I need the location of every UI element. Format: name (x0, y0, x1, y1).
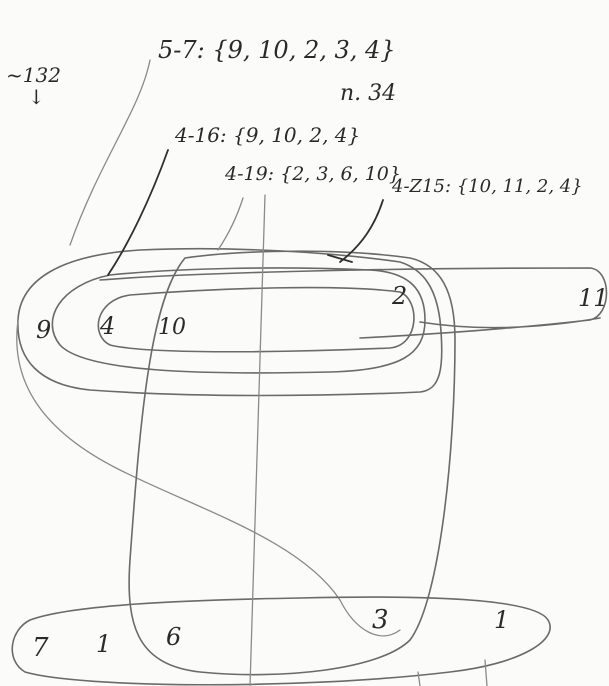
pointer-4-z15 (339, 199, 384, 263)
bottom-tick-1 (417, 671, 421, 686)
label-n-34: n. 34 (340, 81, 396, 106)
inner-loop-10-2 (97, 286, 415, 353)
node-2: 2 (391, 282, 407, 310)
node-3: 3 (372, 605, 389, 635)
node-1-right: 1 (494, 606, 509, 634)
node-6: 6 (166, 623, 181, 651)
set-4-16-loop (51, 267, 426, 374)
node-4: 4 (99, 312, 115, 340)
pointer-4-16 (107, 149, 169, 276)
label-set-4-19: 4-19: {2, 3, 6, 10} (224, 163, 401, 185)
arrow-down-icon: ↓ (28, 85, 45, 109)
vertical-guide-line (249, 194, 266, 686)
node-10: 10 (158, 315, 186, 340)
set-4-z15-loop (99, 267, 608, 339)
node-11: 11 (578, 284, 609, 312)
label-set-4-z15: 4-Z15: {10, 11, 2, 4} (391, 176, 583, 197)
node-7: 7 (32, 633, 49, 663)
pointer-4-19 (217, 197, 244, 251)
pointer-4-z15-cross (327, 254, 353, 263)
bottom-tick-2 (484, 659, 488, 686)
snake-loop (16, 59, 401, 637)
note-132: ~132 (6, 63, 61, 87)
node-9: 9 (36, 316, 51, 344)
set-4-19-loop (128, 250, 456, 676)
node-1-left: 1 (96, 630, 111, 658)
bottom-loop (11, 596, 551, 686)
label-set-4-16: 4-16: {9, 10, 2, 4} (174, 123, 360, 147)
label-set-5-7: 5-7: {9, 10, 2, 3, 4} (158, 36, 396, 64)
